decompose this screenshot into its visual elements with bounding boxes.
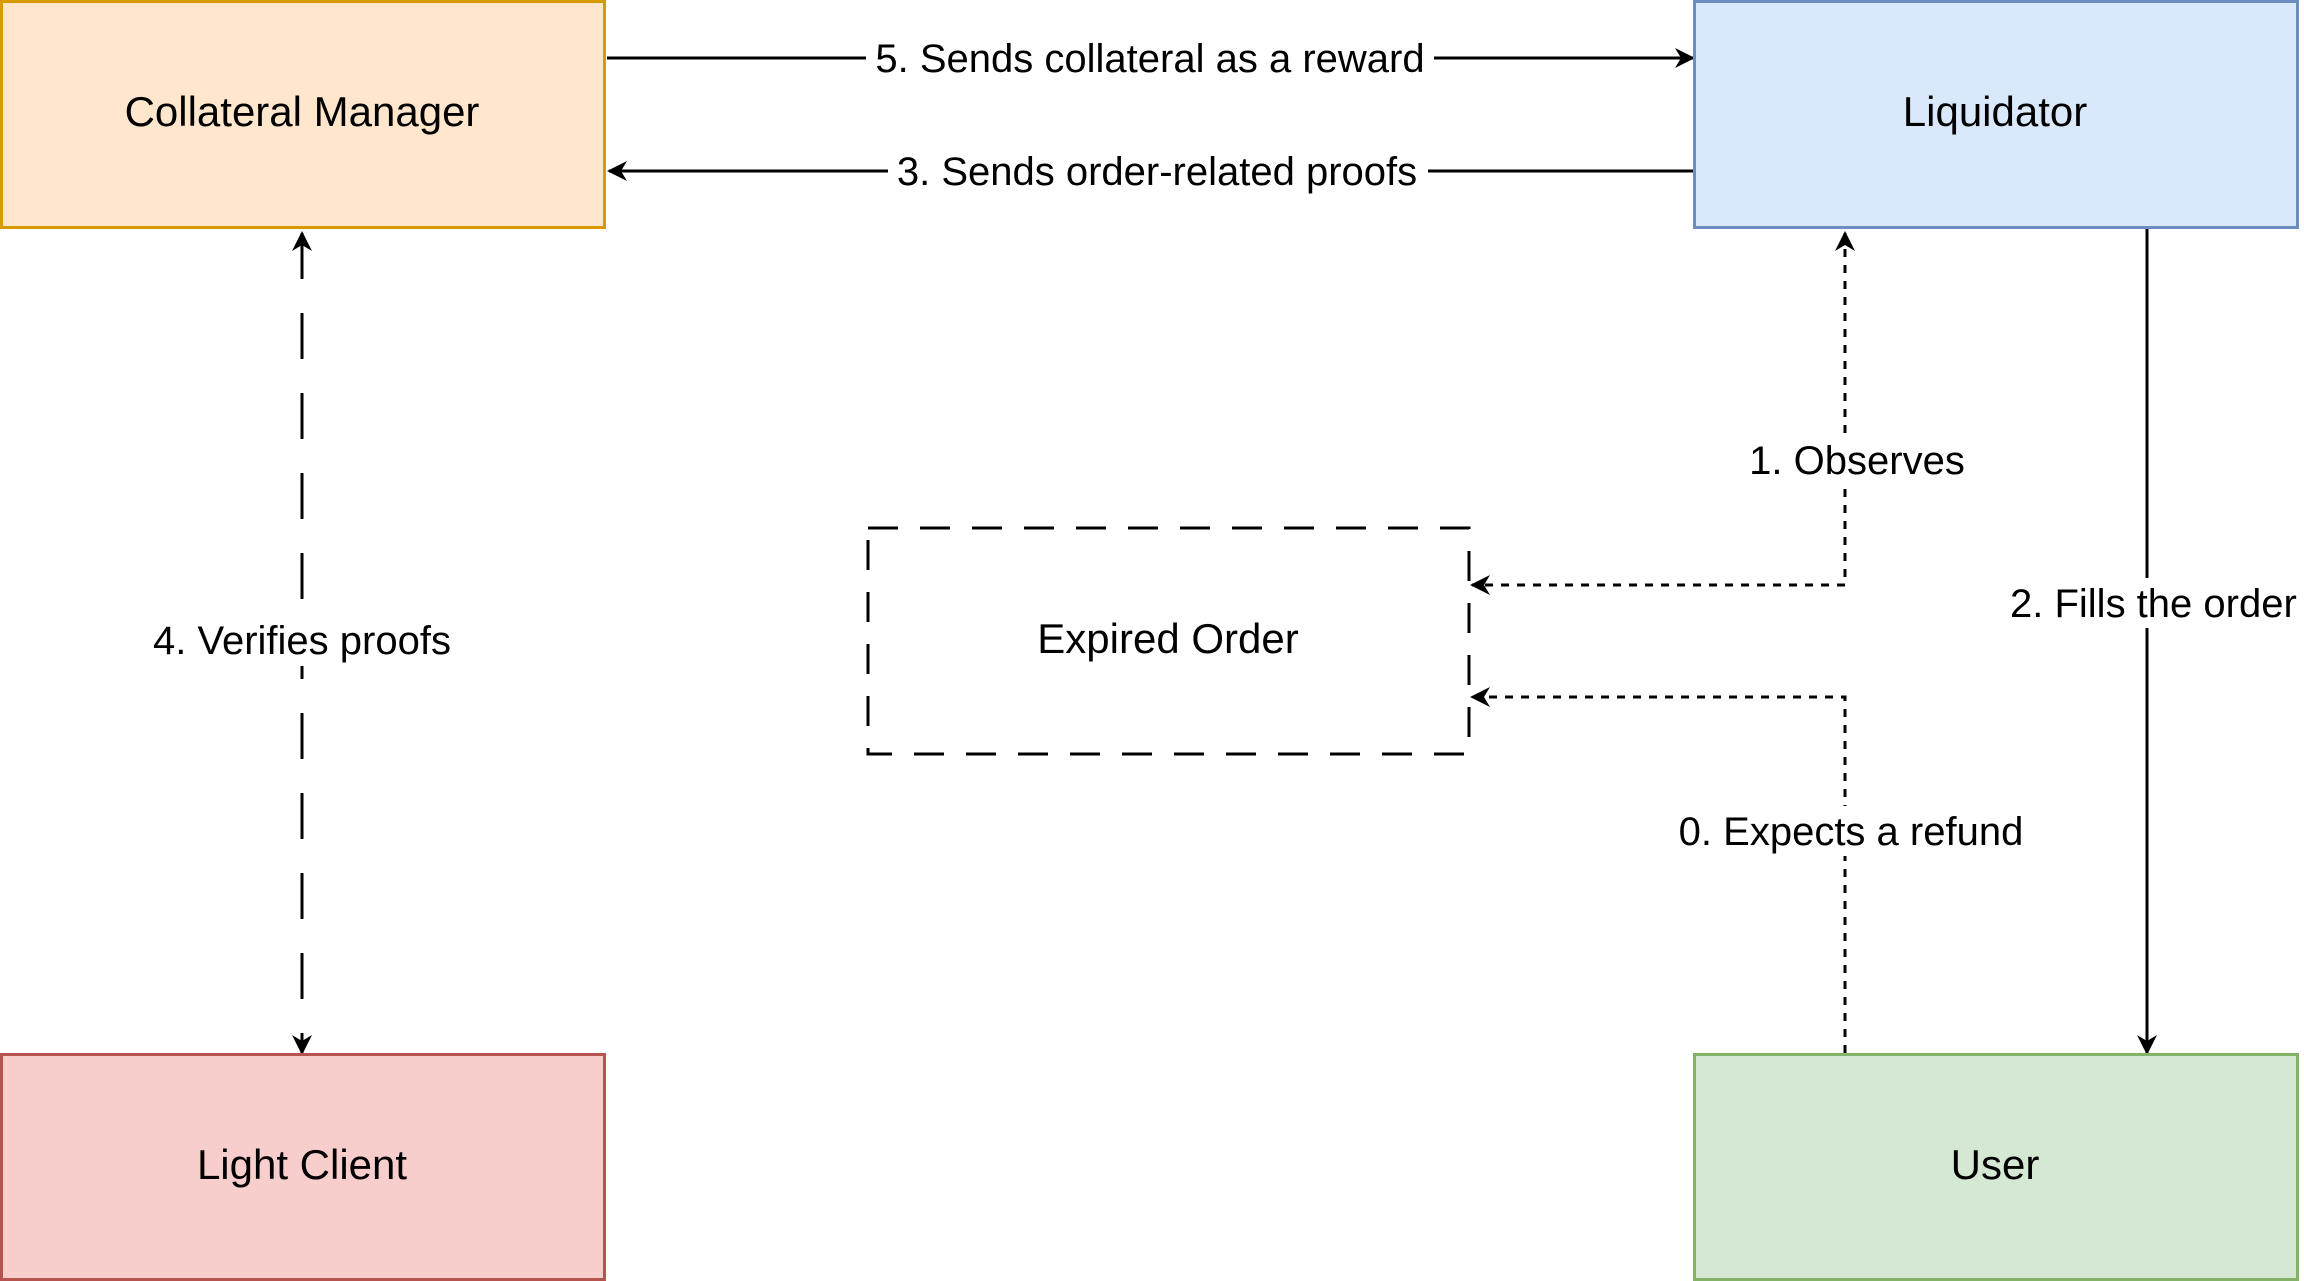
node-expired-order: Expired Order xyxy=(866,526,1471,756)
edge-label-fills-order: 2. Fills the order xyxy=(2010,582,2297,626)
edge-fills-order: 2. Fills the order xyxy=(2006,229,2304,1055)
edge-label-observes: 1. Observes xyxy=(1749,439,1965,483)
edge-observes: 1. Observes xyxy=(1470,231,1974,595)
user-label: User xyxy=(1951,1141,2040,1188)
collateral-manager-box xyxy=(0,0,606,229)
edge-sends-collateral: 5. Sends collateral as a reward xyxy=(607,34,1695,82)
light-client-label: Light Client xyxy=(197,1141,407,1188)
node-user: User xyxy=(1693,1053,2299,1281)
edge-verifies-proofs: 4. Verifies proofs xyxy=(140,231,464,1055)
light-client-box xyxy=(0,1053,606,1281)
edge-label-sends-collateral: 5. Sends collateral as a reward xyxy=(875,37,1424,81)
liquidator-label: Liquidator xyxy=(1903,88,2087,135)
node-light-client: Light Client xyxy=(0,1053,606,1281)
node-liquidator: Liquidator xyxy=(1693,0,2299,229)
edge-label-expects-refund: 0. Expects a refund xyxy=(1679,810,2024,854)
edge-sends-proofs: 3. Sends order-related proofs xyxy=(607,147,1693,195)
user-box xyxy=(1693,1053,2299,1281)
expired-order-label: Expired Order xyxy=(1037,615,1298,662)
edge-label-sends-proofs: 3. Sends order-related proofs xyxy=(897,150,1417,194)
node-collateral-manager: Collateral Manager xyxy=(0,0,606,229)
liquidator-box xyxy=(1693,0,2299,229)
edge-label-verifies-proofs: 4. Verifies proofs xyxy=(153,619,451,663)
expired-order-box xyxy=(866,526,1471,756)
edge-expects-refund: 0. Expects a refund xyxy=(1470,687,2028,1053)
collateral-manager-label: Collateral Manager xyxy=(125,88,480,135)
